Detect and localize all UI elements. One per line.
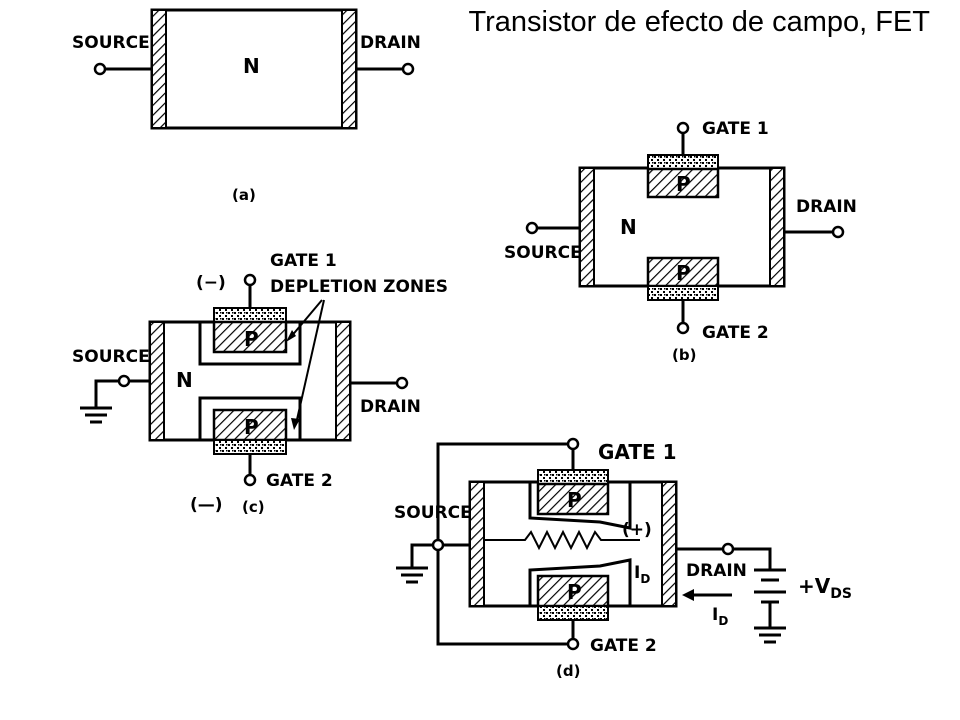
c-gate1-label: GATE 1 <box>270 251 337 271</box>
b-channel-label: N <box>620 215 637 239</box>
b-source-label: SOURCE <box>504 243 582 263</box>
c-source-label: SOURCE <box>72 347 150 367</box>
b-gate1-label: GATE 1 <box>702 119 769 139</box>
c-caption: (c) <box>242 498 265 516</box>
d-drain-label: DRAIN <box>686 561 747 581</box>
diagram-c: GATE 1 DEPLETION ZONES (−) SOURCE N P P … <box>72 251 448 516</box>
c-drain-label: DRAIN <box>360 397 421 417</box>
a-drain-label: DRAIN <box>360 33 421 53</box>
b-caption: (b) <box>672 346 696 364</box>
d-p-bottom-label: P <box>567 580 582 604</box>
a-caption: (a) <box>232 186 256 204</box>
d-caption: (d) <box>556 662 580 680</box>
c-channel-label: N <box>176 368 193 392</box>
d-gate2-label: GATE 2 <box>590 636 657 656</box>
diagram-d: GATE 1 SOURCE P P (+) ID DRAIN ID +VDS G… <box>394 437 852 680</box>
a-source-label: SOURCE <box>72 33 150 53</box>
c-p-bottom-label: P <box>244 415 259 439</box>
a-channel-label: N <box>243 54 260 78</box>
d-gate1-label: GATE 1 <box>598 440 677 464</box>
d-plus-label: (+) <box>622 520 652 540</box>
d-p-top-label: P <box>567 488 582 512</box>
page-title: Transistor de efecto de campo, FET <box>468 6 930 38</box>
c-depletion-label: DEPLETION ZONES <box>270 277 448 297</box>
c-minus-bottom: (—) <box>190 495 223 515</box>
b-p-bottom-label: P <box>676 261 691 285</box>
diagram-a: SOURCE DRAIN N (a) <box>72 8 421 204</box>
b-gate2-label: GATE 2 <box>702 323 769 343</box>
d-id-outer: ID <box>712 605 728 628</box>
d-id-inner: ID <box>634 563 650 586</box>
c-p-top-label: P <box>244 327 259 351</box>
diagram-b: GATE 1 SOURCE DRAIN N P P GATE 2 (b) <box>504 119 857 364</box>
d-vds-label: +VDS <box>798 574 852 602</box>
d-source-label: SOURCE <box>394 503 472 523</box>
b-p-top-label: P <box>676 172 691 196</box>
c-gate2-label: GATE 2 <box>266 471 333 491</box>
b-drain-label: DRAIN <box>796 197 857 217</box>
c-minus-top: (−) <box>196 273 226 293</box>
